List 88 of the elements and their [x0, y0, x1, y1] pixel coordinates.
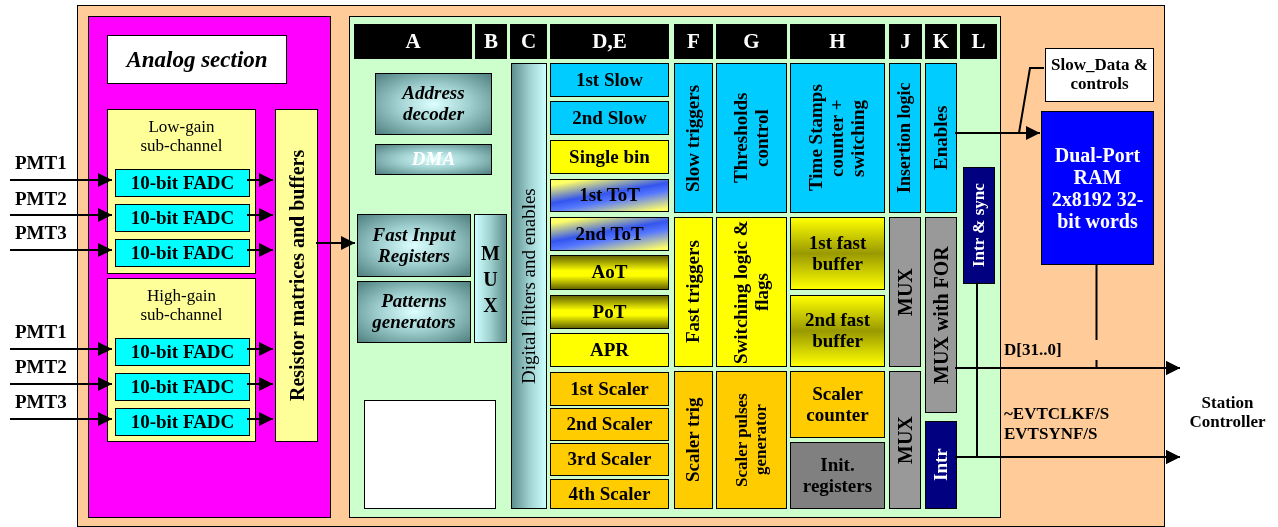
- arrow: [246, 208, 274, 222]
- logic-block: 2nd ToT: [550, 217, 669, 251]
- interrupt-block: Intr & sync: [963, 167, 995, 284]
- logic-block: 1st Scaler: [550, 372, 669, 406]
- filter-block: Digital filters and enables: [511, 63, 547, 509]
- arrow: [246, 412, 274, 426]
- edge-label: PMT2: [15, 356, 67, 378]
- logic-block: DMA: [375, 144, 492, 175]
- controller-label: Station Controller: [1180, 360, 1275, 465]
- mux-block: MUX: [474, 214, 507, 343]
- logic-block: Time Stamps counter + switching: [790, 63, 885, 213]
- arrow: [954, 361, 1181, 375]
- buffer-block: 2nd fast buffer: [790, 295, 885, 367]
- column-header: J: [889, 24, 922, 59]
- logic-block: 1st Slow: [550, 63, 669, 97]
- logic-block: 3rd Scaler: [550, 443, 669, 476]
- logic-block: Single bin: [550, 140, 669, 174]
- interrupt-block: Intr: [925, 421, 957, 509]
- edge-label: PMT1: [15, 321, 67, 343]
- column-header: A: [354, 24, 472, 59]
- arrow: [9, 208, 113, 222]
- arrow: [954, 126, 1041, 140]
- chip-box: [364, 400, 496, 509]
- logic-block: Scaler trig: [674, 371, 713, 509]
- section-panel: [88, 16, 331, 518]
- edge-label: PMT3: [15, 222, 67, 244]
- arrow: [9, 342, 113, 356]
- column-header: B: [475, 24, 507, 59]
- buffer-block: Resistor matrices and buffers: [275, 109, 318, 442]
- logic-block: 4th Scaler: [550, 479, 669, 509]
- logic-block: 2nd Scaler: [550, 408, 669, 441]
- logic-block: Insertion logic: [889, 63, 921, 213]
- arrow: [315, 236, 356, 250]
- column-header: H: [790, 24, 885, 59]
- arrow: [9, 412, 113, 426]
- column-header: K: [925, 24, 957, 59]
- mux-block: MUX with FOR: [925, 217, 957, 413]
- mux-block: MUX: [889, 371, 921, 509]
- logic-block: Scaler counter: [790, 371, 885, 438]
- memory-block: Dual-Port RAM 2x8192 32-bit words: [1041, 111, 1154, 265]
- fpga-panel: [349, 16, 1001, 518]
- column-header: D,E: [550, 24, 669, 59]
- logic-block: Fast triggers: [674, 217, 713, 367]
- buffer-block: 1st fast buffer: [790, 217, 885, 290]
- logic-block: Slow triggers: [674, 63, 713, 213]
- adc-box: 10-bit FADC: [115, 338, 250, 366]
- panel-title: High-gain sub-channel: [139, 287, 224, 325]
- arrow: [9, 173, 113, 187]
- arrow: [246, 173, 274, 187]
- adc-box: 10-bit FADC: [115, 239, 250, 267]
- column-header: C: [510, 24, 547, 59]
- column-header: G: [716, 24, 787, 59]
- adc-box: 10-bit FADC: [115, 408, 250, 436]
- edge-label: PMT2: [15, 188, 67, 210]
- logic-block: APR: [550, 333, 669, 367]
- logic-block: Scaler pulses generator: [716, 371, 787, 509]
- title-box: Analog section: [107, 35, 287, 84]
- logic-block: PoT: [550, 295, 669, 329]
- adc-box: 10-bit FADC: [115, 204, 250, 232]
- edge-label: PMT3: [15, 391, 67, 413]
- logic-block: Address decoder: [375, 73, 492, 135]
- leader-line: [1018, 67, 1045, 134]
- arrow: [9, 243, 113, 257]
- logic-block: AoT: [550, 255, 669, 290]
- arrow: [954, 450, 1181, 464]
- adc-box: 10-bit FADC: [115, 373, 250, 401]
- logic-block: Switching logic & flags: [716, 217, 787, 367]
- mux-block: MUX: [889, 217, 921, 367]
- edge-label: PMT1: [15, 152, 67, 174]
- logic-block: Thresholds control: [716, 63, 787, 213]
- logic-block: 1st ToT: [550, 179, 669, 212]
- panel-title: Low-gain sub-channel: [139, 118, 224, 156]
- arrow: [246, 377, 274, 391]
- board-panel: [77, 5, 1165, 527]
- logic-block: Fast Input Registers: [357, 214, 471, 277]
- note-box: Slow_Data & controls: [1045, 48, 1154, 102]
- adc-box: 10-bit FADC: [115, 169, 250, 197]
- register-block: Init. registers: [790, 442, 885, 509]
- sub-channel-panel: [107, 278, 256, 442]
- arrow: [9, 377, 113, 391]
- logic-block: 2nd Slow: [550, 101, 669, 135]
- column-header: F: [674, 24, 713, 59]
- sub-channel-panel: [107, 109, 256, 274]
- arrow: [246, 243, 274, 257]
- logic-block: Patterns generators: [357, 281, 471, 343]
- arrow: [246, 342, 274, 356]
- column-header: L: [960, 24, 997, 59]
- logic-block: Enables: [925, 63, 957, 213]
